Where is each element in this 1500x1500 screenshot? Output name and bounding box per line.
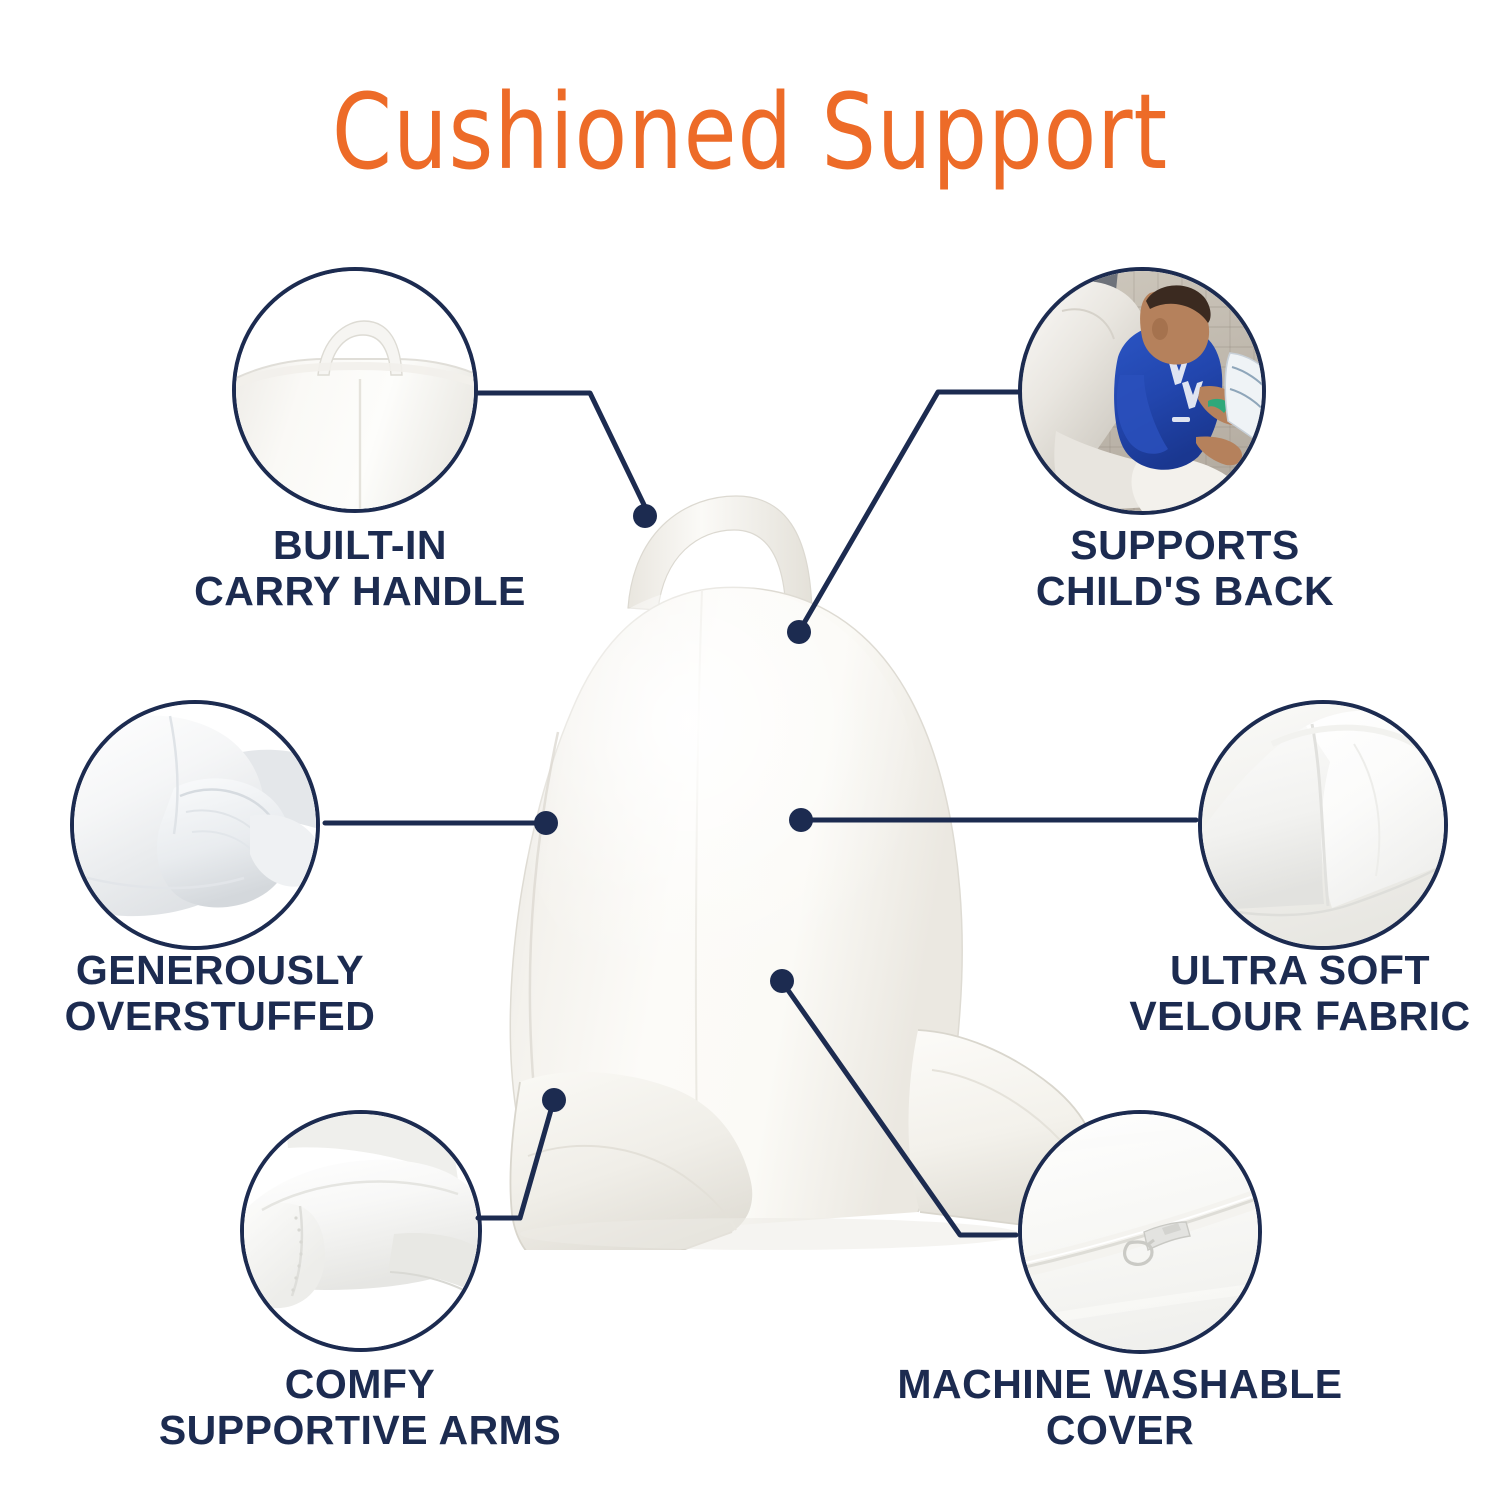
main-product-image <box>509 495 1098 1250</box>
feature-image-machine-washable-cover <box>1018 1110 1262 1354</box>
feature-image-built-in-carry-handle <box>232 267 478 513</box>
feature-label-generously-overstuffed: GENEROUSLY OVERSTUFFED <box>64 947 376 1039</box>
feature-image-generously-overstuffed <box>70 700 320 950</box>
product-base-shadow <box>520 1218 1020 1250</box>
carry-handle-closeup-art <box>236 271 474 509</box>
overstuffed-closeup-art <box>74 704 316 946</box>
feature-label-built-in-carry-handle: BUILT-IN CARRY HANDLE <box>194 522 526 614</box>
page-title: Cushioned Support <box>331 71 1169 193</box>
feature-image-supports-childs-back <box>1018 267 1266 515</box>
feature-label-supports-childs-back: SUPPORTS CHILD'S BACK <box>1035 522 1335 614</box>
feature-image-ultra-soft-velour-fabric <box>1198 700 1448 950</box>
velour-fabric-closeup-art <box>1202 704 1444 946</box>
feature-label-comfy-supportive-arms: COMFY SUPPORTIVE ARMS <box>158 1361 562 1453</box>
zipper-slider-icon <box>1123 1221 1191 1266</box>
zipper-closeup-art <box>1022 1114 1258 1350</box>
child-reading-photo-art <box>1022 271 1262 511</box>
supportive-arm-closeup-art <box>244 1114 478 1348</box>
feature-image-comfy-supportive-arms <box>240 1110 482 1352</box>
feature-label-ultra-soft-velour-fabric: ULTRA SOFT VELOUR FABRIC <box>1129 947 1471 1039</box>
feature-label-machine-washable-cover: MACHINE WASHABLE COVER <box>897 1361 1343 1453</box>
